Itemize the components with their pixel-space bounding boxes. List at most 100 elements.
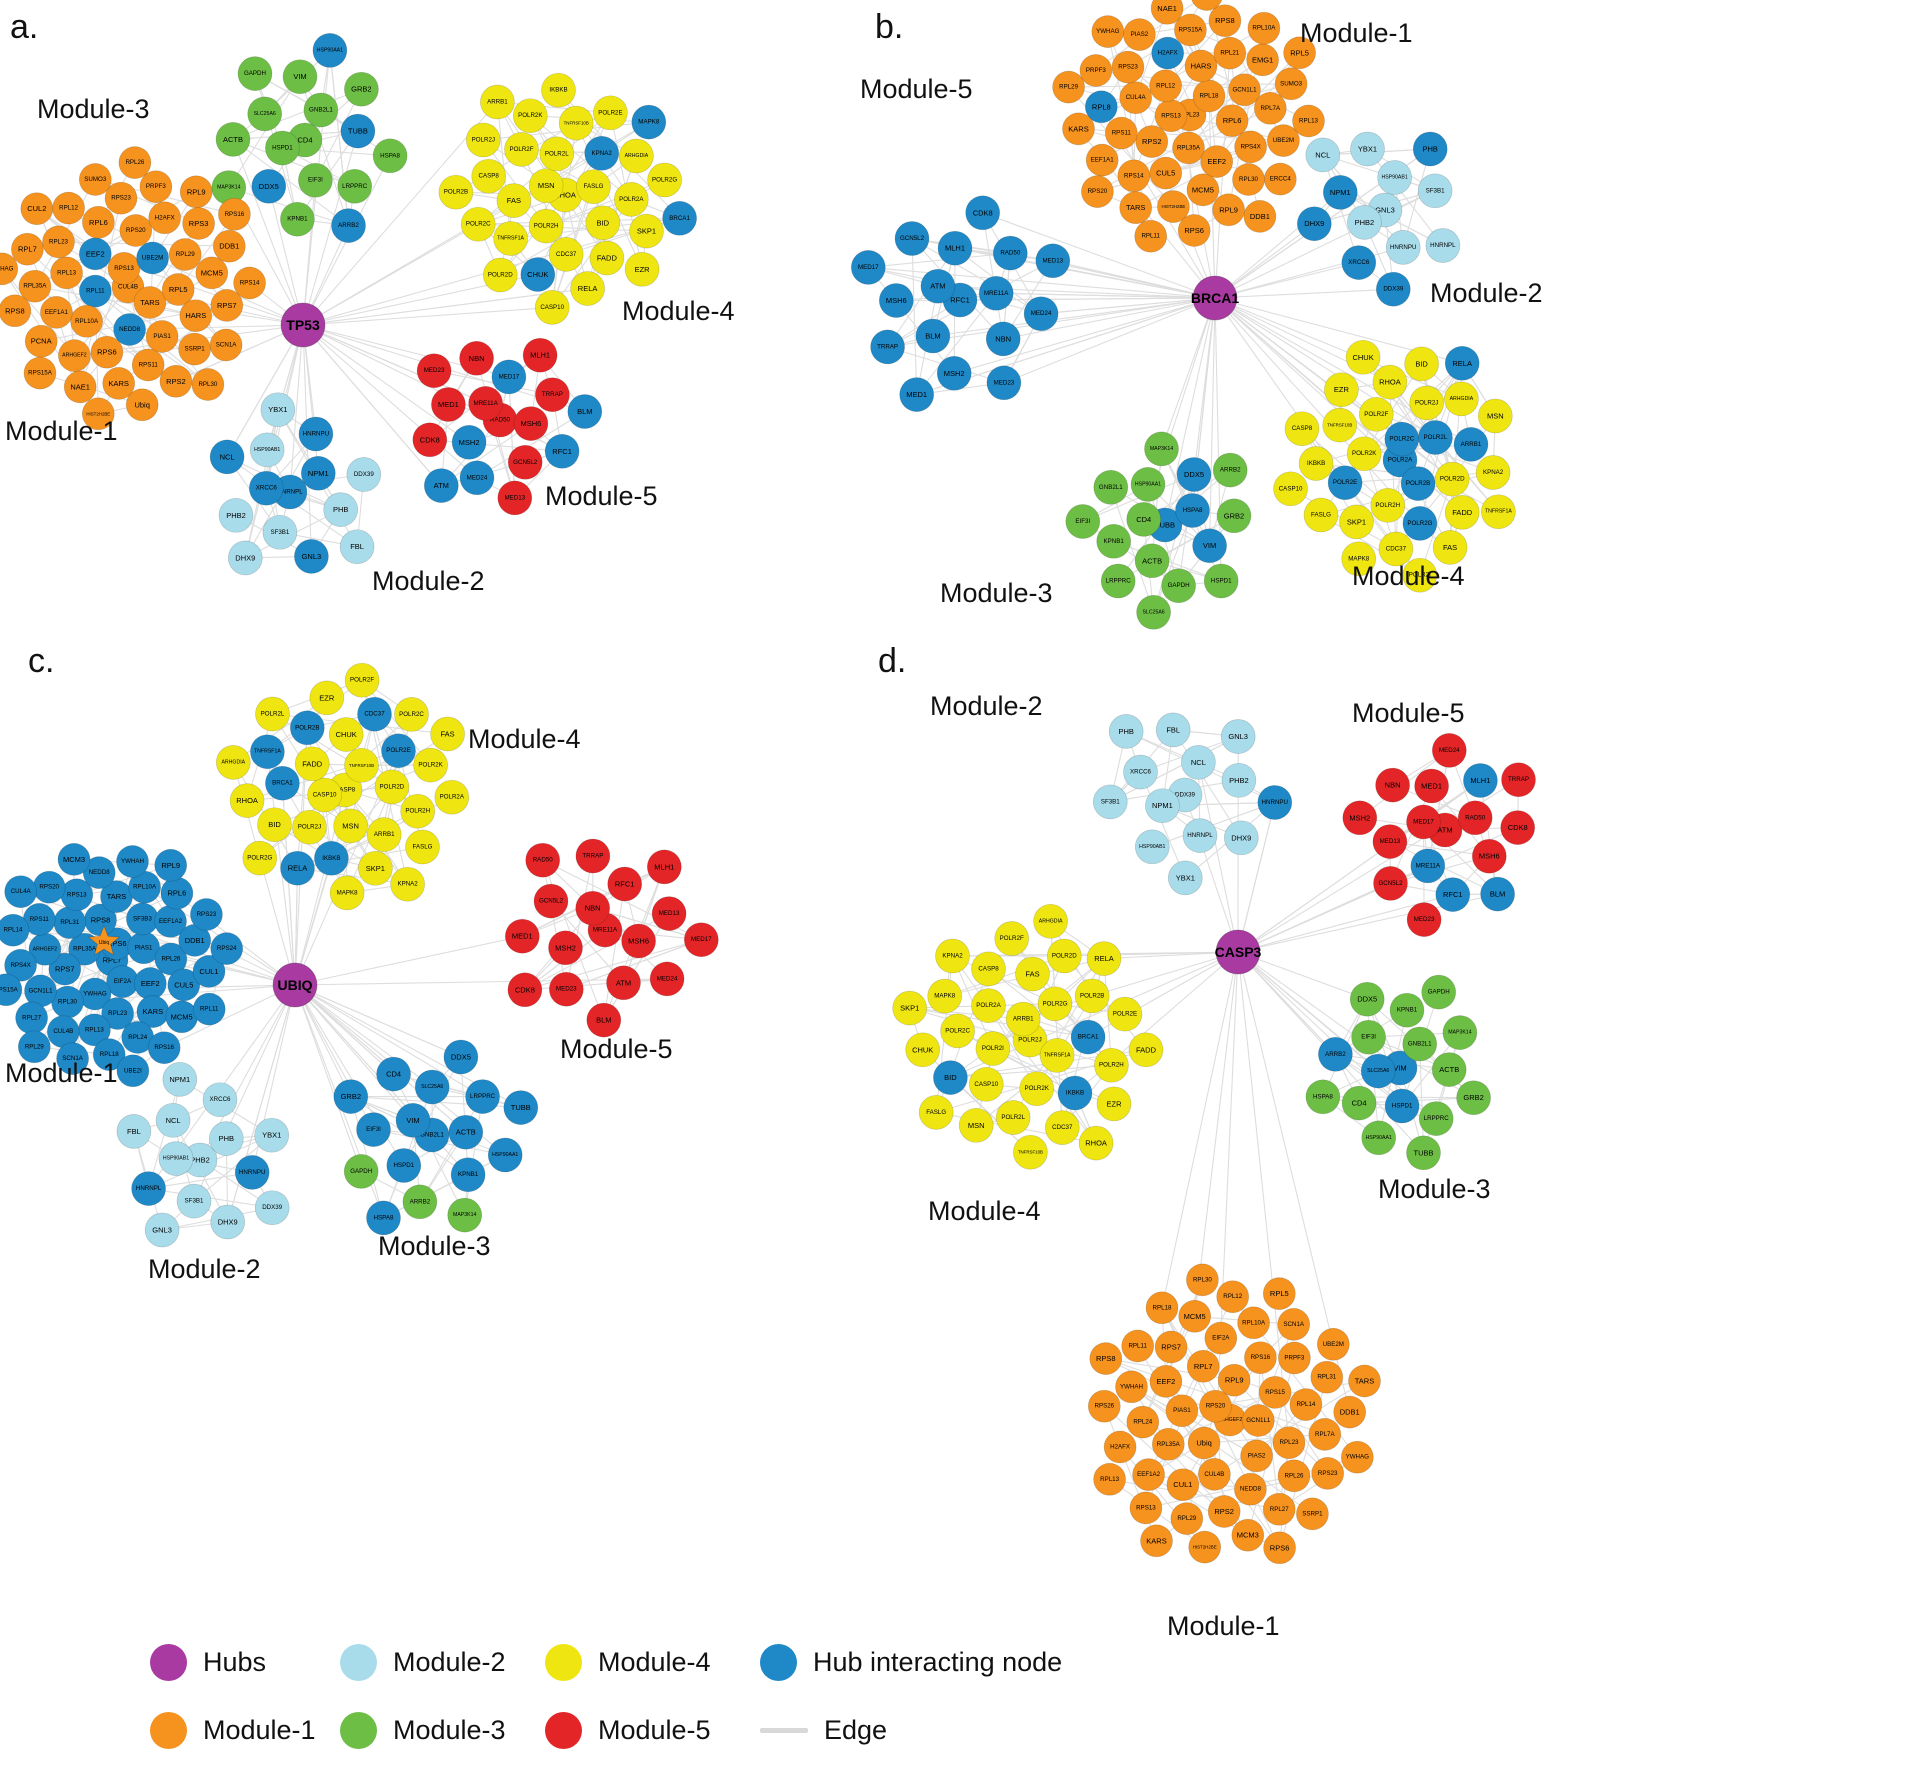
node-label: KPNA2: [397, 881, 418, 888]
module-node-circle: [1404, 346, 1439, 382]
module-node-circle: [405, 829, 440, 865]
module-label: Module-2: [930, 691, 1043, 721]
node-DDX5: DDX5: [251, 168, 287, 204]
node-label: ARRB2: [1325, 1051, 1346, 1058]
node-label: CASP10: [540, 304, 564, 311]
hub-circle: [1215, 929, 1261, 975]
node-RPS16: RPS16: [218, 197, 251, 231]
node-label: RPS11: [30, 916, 50, 923]
node-SF3B1: SF3B1: [176, 1183, 212, 1219]
node-label: PHB2: [1229, 776, 1249, 785]
node-POLR2D: POLR2D: [374, 769, 410, 805]
node-RHOA: RHOA: [1078, 1125, 1114, 1161]
node-label: RPL24: [128, 1034, 147, 1041]
module-node-circle: [40, 296, 73, 329]
node-label: TNFRSF1A: [1485, 509, 1512, 515]
node-RPS23: RPS23: [104, 181, 138, 215]
node-RPL7: RPL7: [11, 232, 44, 266]
module-label: Module-4: [928, 1196, 1041, 1226]
node-label: RELA: [1094, 954, 1114, 963]
node-label: MED24: [1439, 747, 1460, 754]
node-label: DDB1: [185, 936, 205, 945]
node-KARS: KARS: [1140, 1524, 1173, 1558]
node-CD4: CD4: [1126, 502, 1162, 537]
node-label: POLR2H: [405, 808, 430, 815]
node-GAPDH: GAPDH: [1421, 974, 1457, 1010]
node-label: SSRP1: [184, 346, 205, 353]
node-ARRB1: ARRB1: [480, 84, 515, 120]
node-label: RPL23: [49, 238, 68, 245]
node-label: MED13: [1380, 838, 1401, 845]
module-node-circle: [101, 997, 134, 1030]
node-label: GCN1L1: [1232, 86, 1257, 93]
node-label: UBE2M: [142, 255, 163, 262]
node-label: PHB2: [1355, 218, 1375, 227]
hub-interacting-node-circle: [1175, 493, 1210, 528]
node-RHOA: RHOA: [229, 783, 265, 818]
node-POLR2L: POLR2L: [1418, 420, 1453, 455]
node-RPL30: RPL30: [1232, 163, 1265, 196]
module-node-circle: [247, 96, 283, 132]
node-RPS24: RPS24: [210, 932, 244, 965]
node-label: ARRB1: [487, 99, 508, 106]
panel-a: CD4HSPD1GNB2L1EIF3ISLC25A6TUBBDDX5VIMLRP…: [0, 8, 735, 596]
module-node-circle: [50, 256, 83, 290]
node-SUMO3: SUMO3: [1274, 67, 1308, 101]
module-node-circle: [1187, 1426, 1221, 1460]
hub-interacting-node-circle: [250, 734, 285, 770]
node-PHB: PHB: [1412, 131, 1448, 167]
hub-interacting-node-circle: [312, 33, 348, 68]
hub-interacting-node-circle: [520, 257, 556, 292]
node-DHX9: DHX9: [1223, 820, 1259, 856]
node-label: RELA: [578, 284, 598, 293]
node-label: HNRNPL: [1187, 832, 1213, 839]
module-node-circle: [1339, 504, 1374, 540]
node-label: RPS20: [1206, 1403, 1226, 1410]
edge: [529, 115, 632, 200]
node-label: GNB2L1: [1408, 1041, 1432, 1048]
node-POLR2C: POLR2C: [940, 1013, 975, 1049]
node-label: HSPD1: [1211, 578, 1232, 585]
node-label: RPS8: [1215, 16, 1235, 25]
node-Ubiq: Ubiq: [125, 388, 159, 422]
node-CUL5: CUL5: [167, 968, 201, 1002]
node-PHB2: PHB2: [1347, 205, 1382, 240]
node-RPL6: RPL6: [160, 876, 194, 910]
module-node-circle: [958, 1107, 994, 1143]
node-RPL13: RPL13: [50, 256, 83, 290]
node-MRE11A: MRE11A: [978, 275, 1014, 311]
node-label: CUL1: [199, 967, 218, 976]
module-node-circle: [148, 201, 182, 235]
node-XRCC6: XRCC6: [1341, 245, 1377, 280]
node-GCN1L1: GCN1L1: [1241, 1404, 1275, 1437]
node-label: VIM: [1393, 1064, 1406, 1073]
hub-edge: [1209, 297, 1216, 546]
node-label: GCN5L2: [1378, 880, 1403, 887]
node-label: POLR2A: [440, 794, 465, 801]
module-node-circle: [58, 339, 91, 372]
node-RPL21: RPL21: [1213, 36, 1247, 70]
node-label: RPL13: [1299, 118, 1318, 125]
edge: [1110, 487, 1155, 613]
module-node-circle: [1373, 866, 1408, 901]
node-ARRB2: ARRB2: [402, 1184, 438, 1220]
hub-circle: [1192, 275, 1238, 321]
module-node-circle: [1477, 398, 1513, 434]
module-node-circle: [1220, 719, 1256, 754]
node-label: HNRNPU: [303, 431, 329, 438]
node-FASLG: FASLG: [1303, 497, 1339, 533]
hub-circle: [272, 962, 318, 1008]
module-node-circle: [125, 388, 159, 422]
node-MCM5: MCM5: [1178, 1299, 1212, 1333]
node-label: CUL5: [174, 980, 193, 989]
node-MSH2: MSH2: [548, 930, 583, 966]
node-CASP10: CASP10: [968, 1066, 1004, 1102]
legend-label: Hubs: [203, 1646, 267, 1677]
hub-edge: [1160, 297, 1216, 450]
hub-edge: [294, 984, 414, 1121]
panel-b: RPL23RPS13RPL18RPL35ARPL12RPL6RPS2HARSEE…: [850, 0, 1543, 630]
node-SF3B1: SF3B1: [1092, 784, 1128, 820]
node-label: DDX5: [259, 182, 279, 191]
module-node-circle: [215, 745, 251, 780]
node-ACTB: ACTB: [215, 122, 251, 157]
